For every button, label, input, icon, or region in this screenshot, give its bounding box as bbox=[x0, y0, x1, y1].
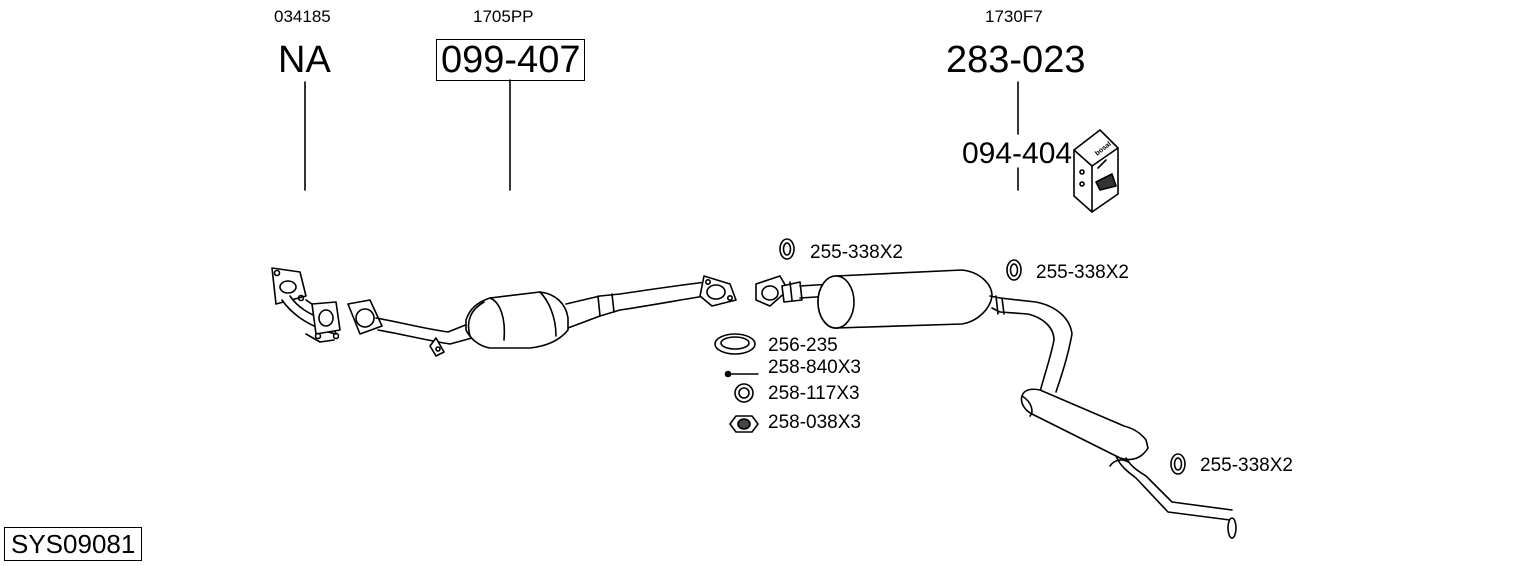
nut-icon bbox=[729, 415, 759, 433]
washer-icon bbox=[734, 383, 754, 403]
catalytic-converter-pipe bbox=[347, 275, 737, 357]
ring-icon-rear bbox=[1170, 453, 1186, 475]
part-number-na[interactable]: NA bbox=[278, 39, 331, 81]
hardware-gasket-label[interactable]: 256-235 bbox=[768, 335, 838, 356]
ref-code-1730f7: 1730F7 bbox=[985, 7, 1043, 26]
ref-code-1705pp: 1705PP bbox=[473, 7, 534, 26]
gasket-icon bbox=[714, 333, 756, 355]
ring-icon-top bbox=[779, 238, 795, 260]
part-number-283-023[interactable]: 283-023 bbox=[946, 39, 1086, 81]
rear-muffler bbox=[1020, 388, 1237, 539]
part-number-094-404[interactable]: 094-404 bbox=[962, 137, 1073, 170]
hardware-nut-label[interactable]: 258-038X3 bbox=[768, 412, 861, 433]
hardware-ring-rear-label[interactable]: 255-338X2 bbox=[1200, 455, 1293, 476]
hardware-bolt-label[interactable]: 258-840X3 bbox=[768, 357, 861, 378]
ring-icon-mid bbox=[1006, 259, 1022, 281]
bolt-icon bbox=[724, 370, 759, 378]
part-number-099-407[interactable]: 099-407 bbox=[436, 39, 586, 81]
center-muffler bbox=[755, 269, 1073, 393]
hardware-ring-mid-label[interactable]: 255-338X2 bbox=[1036, 262, 1129, 283]
front-downpipe bbox=[271, 267, 341, 343]
diagram-id: SYS09081 bbox=[4, 527, 143, 561]
hardware-ring-top-label[interactable]: 255-338X2 bbox=[810, 242, 903, 263]
ref-code-034185: 034185 bbox=[274, 7, 331, 26]
box-icon bbox=[1073, 129, 1119, 213]
hardware-washer-label[interactable]: 258-117X3 bbox=[768, 383, 860, 404]
